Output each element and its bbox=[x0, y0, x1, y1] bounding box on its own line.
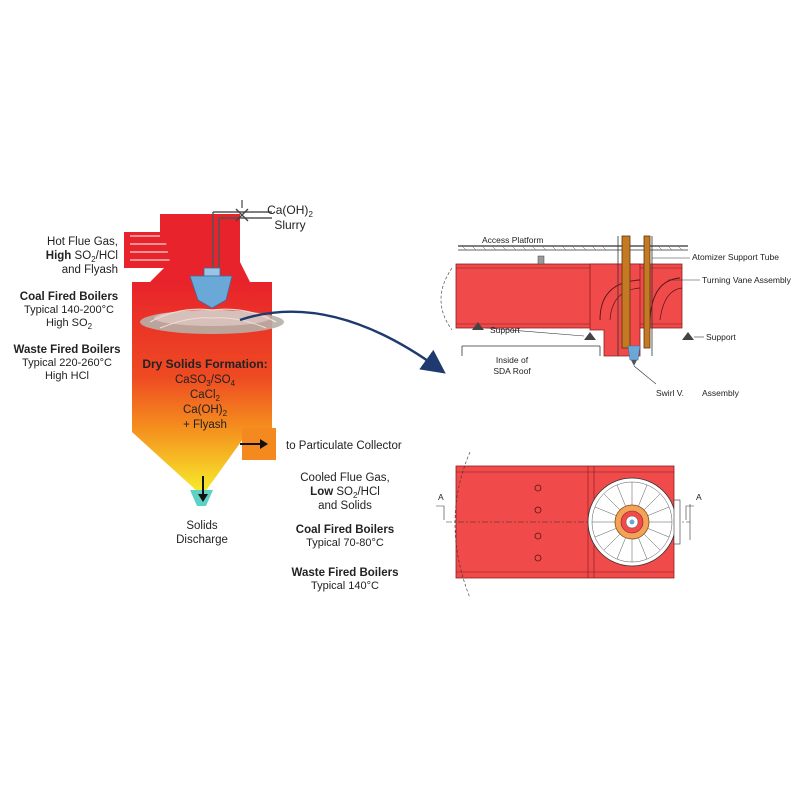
svg-text:High SO2/HCl: High SO2/HCl bbox=[46, 250, 118, 264]
atomizer-icon bbox=[189, 267, 233, 309]
cooled-gas-label: Cooled Flue Gas, Low SO2/HCl and Solids bbox=[300, 472, 390, 512]
plan-drawing: A A bbox=[436, 451, 702, 599]
spray-dryer-vessel bbox=[124, 200, 284, 506]
svg-text:SDA Roof: SDA Roof bbox=[493, 366, 531, 376]
discharge-label: Solids Discharge bbox=[176, 520, 228, 546]
connector-arrow bbox=[239, 310, 446, 374]
swirl-vane-icon bbox=[587, 477, 677, 567]
outlet-label: to Particulate Collector bbox=[286, 440, 402, 452]
coal-outlet-label: Coal Fired Boilers Typical 70-80°C bbox=[296, 524, 394, 549]
svg-text:Assembly: Assembly bbox=[702, 388, 740, 398]
svg-text:Coal Fired Boilers: Coal Fired Boilers bbox=[20, 291, 118, 303]
spray-cloud bbox=[140, 308, 284, 334]
svg-text:Typical 140°C: Typical 140°C bbox=[311, 580, 379, 592]
vessel-roof bbox=[150, 214, 250, 282]
svg-text:Solids: Solids bbox=[186, 520, 218, 532]
svg-text:Typical 70-80°C: Typical 70-80°C bbox=[306, 537, 384, 549]
support-mid-icon bbox=[584, 332, 596, 340]
elevation-drawing: Access Platform Support Support bbox=[440, 235, 792, 398]
svg-text:Atomizer Support Tube: Atomizer Support Tube bbox=[692, 252, 779, 262]
svg-text:Turning Vane Assembly: Turning Vane Assembly bbox=[702, 275, 792, 285]
atomizer-small-icon bbox=[627, 345, 641, 361]
svg-text:Hot Flue Gas,: Hot Flue Gas, bbox=[47, 236, 118, 248]
svg-text:Low SO2/HCl: Low SO2/HCl bbox=[310, 486, 380, 500]
coal-inlet-label: Coal Fired Boilers Typical 140-200°C Hig… bbox=[20, 291, 118, 331]
svg-text:CaSO3/SO4: CaSO3/SO4 bbox=[175, 374, 236, 388]
svg-text:and Flyash: and Flyash bbox=[62, 264, 118, 276]
svg-text:Ca(OH)2: Ca(OH)2 bbox=[267, 203, 313, 219]
support-left-icon bbox=[472, 322, 484, 330]
svg-text:Swirl V.: Swirl V. bbox=[656, 388, 684, 398]
inlet-label: Hot Flue Gas, High SO2/HCl and Flyash bbox=[46, 236, 118, 276]
svg-text:High HCl: High HCl bbox=[45, 370, 89, 382]
svg-text:Cooled Flue Gas,: Cooled Flue Gas, bbox=[300, 472, 390, 484]
svg-text:Support: Support bbox=[490, 325, 520, 335]
svg-text:Access Platform: Access Platform bbox=[482, 235, 543, 245]
slurry-pipe bbox=[212, 200, 272, 270]
svg-text:High SO2: High SO2 bbox=[46, 317, 93, 331]
svg-text:Waste Fired Boilers: Waste Fired Boilers bbox=[292, 567, 399, 579]
vessel-body bbox=[132, 282, 272, 492]
svg-text:Support: Support bbox=[706, 332, 736, 342]
svg-text:A: A bbox=[438, 492, 444, 502]
slurry-label: Ca(OH)2 Slurry bbox=[267, 203, 313, 232]
support-right-icon bbox=[682, 332, 694, 340]
svg-text:Inside of: Inside of bbox=[496, 355, 529, 365]
svg-text:Typical 220-260°C: Typical 220-260°C bbox=[22, 357, 112, 369]
svg-text:Ca(OH)2: Ca(OH)2 bbox=[183, 404, 228, 418]
svg-text:Waste Fired Boilers: Waste Fired Boilers bbox=[14, 344, 121, 356]
svg-text:Discharge: Discharge bbox=[176, 534, 228, 546]
waste-inlet-label: Waste Fired Boilers Typical 220-260°C Hi… bbox=[14, 344, 121, 382]
svg-text:and Solids: and Solids bbox=[318, 500, 372, 512]
svg-text:+ Flyash: + Flyash bbox=[183, 419, 227, 431]
svg-text:Coal Fired Boilers: Coal Fired Boilers bbox=[296, 524, 394, 536]
svg-text:Typical 140-200°C: Typical 140-200°C bbox=[24, 304, 114, 316]
slurry-valve-icon bbox=[235, 208, 249, 222]
waste-outlet-label: Waste Fired Boilers Typical 140°C bbox=[292, 567, 399, 592]
svg-text:A: A bbox=[696, 492, 702, 502]
svg-text:Dry Solids Formation:: Dry Solids Formation: bbox=[142, 357, 267, 371]
svg-text:CaCl2: CaCl2 bbox=[190, 389, 221, 403]
formation-label: Dry Solids Formation: CaSO3/SO4 CaCl2 Ca… bbox=[142, 357, 267, 431]
svg-text:Slurry: Slurry bbox=[274, 218, 305, 232]
